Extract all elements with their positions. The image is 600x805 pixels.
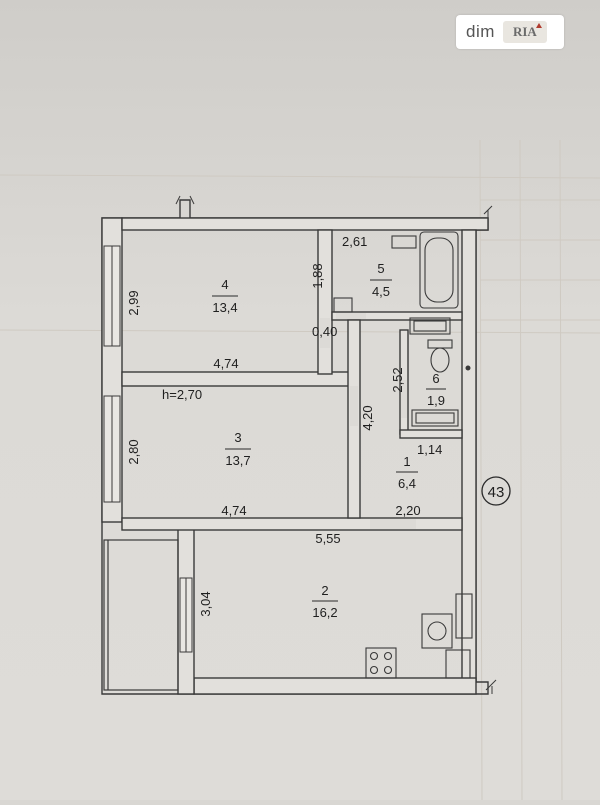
wall-bath-bottom [331, 311, 463, 321]
wall-room4-right [317, 229, 333, 375]
apartment-number: 43 [488, 484, 505, 501]
fixtures [333, 231, 473, 679]
dim-toilet-height: 2,52 [390, 367, 405, 392]
dim-ria-watermark: dim RIA [456, 15, 564, 49]
ria-logo-icon: RIA [502, 21, 547, 43]
room-3-area: 13,7 [225, 453, 250, 468]
room-3-number: 3 [234, 430, 241, 445]
washer-icon [333, 297, 353, 313]
bath-sink-icon [391, 235, 417, 249]
dim-bath-width: 2,61 [342, 234, 367, 249]
dim-room3-width: 4,74 [221, 503, 246, 518]
wall-bottom [193, 677, 477, 695]
dim-corridor-height: 4,20 [360, 405, 375, 430]
wall-toilet-bottom [399, 429, 463, 439]
room-2-area: 16,2 [312, 605, 337, 620]
door-room3 [350, 386, 358, 426]
wall-ticks [175, 195, 497, 694]
dim-room4-width: 4,74 [213, 356, 238, 371]
dim-kitchen-height: 3,04 [198, 591, 213, 616]
door-bath [336, 313, 366, 319]
kitchen-cabinet-icon [445, 649, 471, 679]
dim-bath-height: 1,88 [310, 263, 325, 288]
dim-kitchen-width: 5,55 [315, 531, 340, 546]
room-1-area: 6,4 [398, 476, 416, 491]
fridge-icon [455, 593, 473, 639]
room-labels: 4 13,4 3 13,7 5 4,5 6 1,9 1 6,4 2 16,2 [212, 261, 446, 620]
toilet-bowl-icon [430, 347, 450, 373]
watermark-brand-text: dim [466, 22, 495, 41]
room-6-area: 1,9 [427, 393, 445, 408]
dimension-labels: 2,99 4,74 h=2,70 2,80 4,74 2,61 1,88 0,4… [126, 234, 442, 617]
door-openings [320, 313, 416, 529]
room-2-number: 2 [321, 583, 328, 598]
stove-icon [365, 647, 397, 679]
dim-corridor-top-width: 1,14 [417, 442, 442, 457]
bathtub-icon [419, 231, 459, 309]
apartment-number-circle [481, 476, 511, 506]
room-4-area: 13,4 [212, 300, 237, 315]
door-room4 [320, 318, 330, 348]
room-5-area: 4,5 [372, 284, 390, 299]
dim-room4-height: 2,99 [126, 290, 141, 315]
ceiling-height: h=2,70 [162, 387, 202, 402]
wall-top [121, 217, 489, 231]
loggia [103, 539, 179, 691]
room-1-number: 1 [403, 454, 410, 469]
toilet-tank-icon [427, 339, 453, 349]
paper-grid [0, 139, 600, 801]
wall-right [461, 229, 477, 683]
toilet-sink-icon [409, 317, 451, 335]
door-kitchen [370, 519, 416, 529]
dim-room3-height: 2,80 [126, 439, 141, 464]
room-5-number: 5 [377, 261, 384, 276]
dim-corridor-width: 2,20 [395, 503, 420, 518]
heater-icon [411, 409, 459, 427]
kitchen-sink-icon [421, 613, 453, 649]
room-4-number: 4 [221, 277, 228, 292]
room-6-number: 6 [432, 371, 439, 386]
dim-wall-gap: 0,40 [312, 324, 337, 339]
windows [103, 245, 193, 653]
door-toilet [401, 380, 407, 418]
